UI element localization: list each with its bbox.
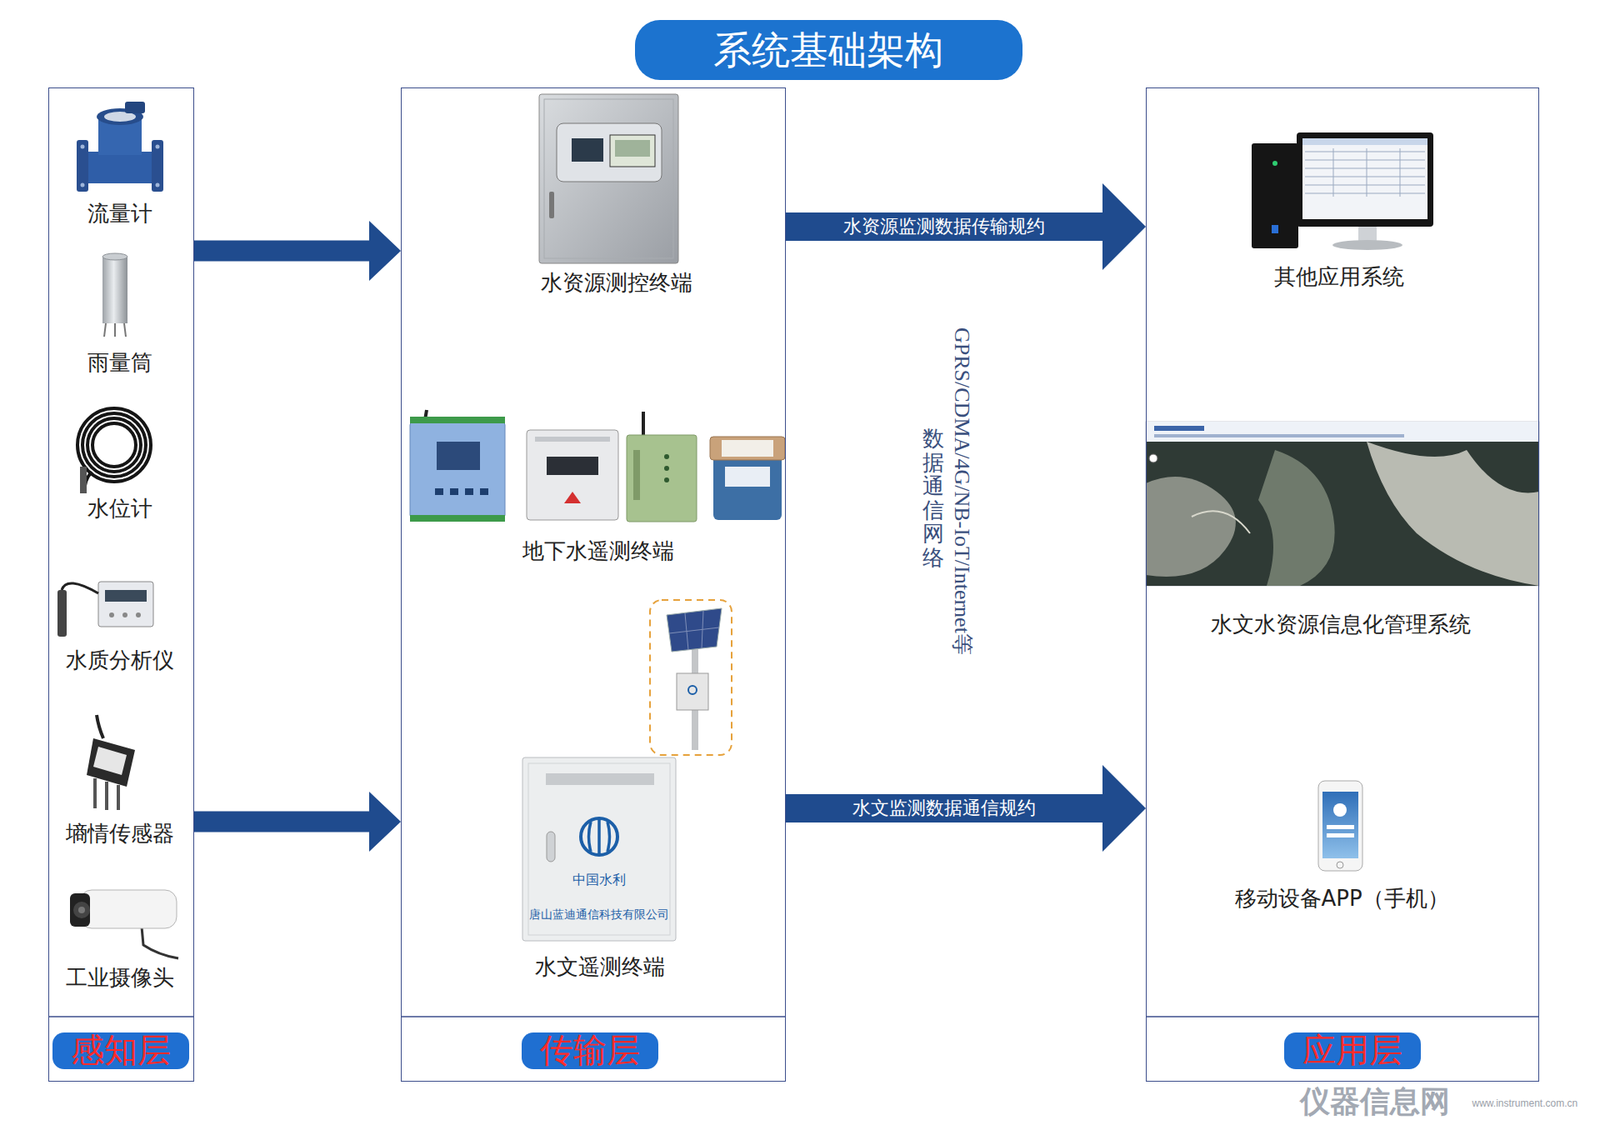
- groundwater-terminals-icon: [410, 410, 785, 522]
- watermark-holder: 仪器信息网: [1300, 1085, 1450, 1118]
- layer-column: 应用层 其他应用系统水文水资源信息化管理系统移动设备APP（手机）: [1145, 87, 1540, 1082]
- device-caption: 墒情传感器: [62, 820, 180, 847]
- flow-arrow: [785, 183, 1146, 270]
- caption-text: 墒情传感器: [62, 820, 180, 847]
- watermark-url: www.instrument.com.cn: [1472, 1097, 1579, 1110]
- cabinet-brand: 中国水利: [572, 871, 626, 888]
- caption-text: 流量计: [84, 200, 158, 227]
- layer-column: 感知层 流量计雨量筒水位计水质分析仪墒情传感器工业摄像头: [48, 87, 195, 1082]
- watermark-url-holder: www.instrument.com.cn: [1472, 1097, 1579, 1110]
- diagram-title: 系统基础架构: [635, 20, 1023, 80]
- layer-label: 传输层: [521, 1032, 659, 1069]
- caption-text: 水资源测控终端: [537, 270, 698, 296]
- device-caption: 工业摄像头: [62, 965, 180, 991]
- network-note: 数据通信网络: [922, 426, 945, 570]
- caption-text: 水文水资源信息化管理系统: [1207, 611, 1476, 638]
- watermark: 仪器信息网: [1300, 1085, 1450, 1118]
- network-note: GPRS/CDMA/4G/NB-IoT/Internet等: [949, 327, 974, 655]
- flow-arrow: [194, 791, 401, 852]
- caption-text: 移动设备APP（手机）: [1231, 885, 1455, 912]
- device-caption: 流量计: [84, 200, 158, 227]
- caption-text: 水质分析仪: [62, 647, 180, 674]
- control-cabinet-icon: [539, 94, 679, 264]
- caption-text: 地下水遥测终端: [519, 538, 680, 565]
- caption-text: 水位计: [84, 495, 158, 522]
- cabinet-brand-holder: 中国水利: [572, 871, 626, 888]
- hydrology-cabinet-icon: [522, 757, 676, 941]
- edge-label-holder: 水文监测数据通信规约: [849, 796, 1040, 820]
- device-caption: 水资源测控终端: [537, 270, 698, 296]
- device-caption: 水文水资源信息化管理系统: [1207, 611, 1476, 638]
- edge-label: 水文监测数据通信规约: [849, 796, 1040, 820]
- cabinet-maker: 唐山蓝迪通信科技有限公司: [529, 907, 670, 922]
- device-caption: 水文遥测终端: [531, 954, 670, 980]
- rain-gauge-icon: [102, 253, 128, 337]
- network-note-holder: 数据通信网络: [922, 426, 945, 570]
- layer-label: 应用层: [1284, 1032, 1421, 1069]
- device-caption: 其他应用系统: [1270, 264, 1410, 290]
- cabinet-maker-holder: 唐山蓝迪通信科技有限公司: [529, 907, 670, 922]
- flow-arrow: [194, 220, 401, 281]
- layer-column: 传输层 水资源测控终端地下水遥测终端水文遥测终端: [400, 87, 786, 1082]
- flow-arrow: [785, 765, 1146, 852]
- device-caption: 移动设备APP（手机）: [1231, 885, 1455, 912]
- solar-station-inset: [650, 600, 732, 755]
- caption-text: 其他应用系统: [1270, 264, 1410, 290]
- caption-text: 水文遥测终端: [531, 954, 670, 980]
- caption-text: 工业摄像头: [62, 965, 180, 991]
- title-holder: 系统基础架构: [635, 20, 1023, 80]
- flow-meter-icon: [76, 101, 164, 192]
- computer-icon: [1251, 132, 1434, 250]
- soil-sensor-icon: [86, 715, 135, 810]
- device-caption: 雨量筒: [84, 350, 158, 376]
- layer-divider: [48, 1015, 1540, 1018]
- device-caption: 水质分析仪: [62, 647, 180, 674]
- edge-label: 水资源监测数据传输规约: [840, 215, 1049, 239]
- water-quality-analyzer-icon: [57, 581, 154, 637]
- caption-text: 雨量筒: [84, 350, 158, 376]
- layer-label: 感知层: [52, 1032, 190, 1069]
- camera-icon: [70, 890, 179, 959]
- device-caption: 地下水遥测终端: [519, 538, 680, 565]
- water-level-meter-icon: [77, 408, 151, 494]
- network-note-holder: GPRS/CDMA/4G/NB-IoT/Internet等: [949, 327, 974, 655]
- map-system-screenshot: [1145, 421, 1540, 586]
- device-caption: 水位计: [84, 495, 158, 522]
- phone-icon: [1318, 780, 1363, 871]
- edge-label-holder: 水资源监测数据传输规约: [840, 215, 1049, 239]
